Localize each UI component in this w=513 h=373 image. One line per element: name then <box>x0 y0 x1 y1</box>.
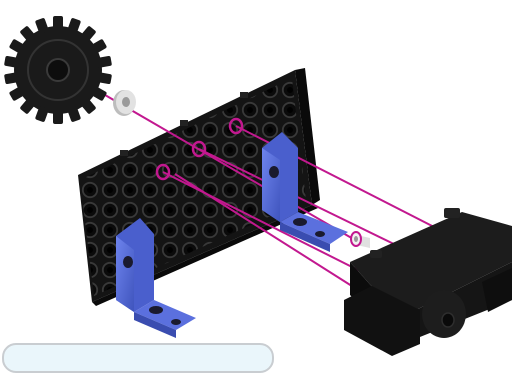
exploded-assembly-diagram <box>4 16 512 356</box>
screw-guide-4 <box>174 173 356 289</box>
bracket-icon-right <box>262 132 348 252</box>
bushing-icon <box>113 90 136 116</box>
plate-hole-ring-2 <box>191 140 207 158</box>
instruction-callout <box>2 343 274 373</box>
plate-hole-ring-3 <box>155 163 171 181</box>
gear-axis-guide <box>61 69 356 241</box>
gear-icon <box>4 16 112 124</box>
screw-guide-2 <box>198 148 399 247</box>
axle-pin-icon <box>350 231 370 248</box>
bracket-icon-left <box>116 218 196 338</box>
motor-block-icon <box>344 208 512 356</box>
screw-guide-3 <box>162 171 361 272</box>
plate-hole-ring-1 <box>228 117 244 135</box>
